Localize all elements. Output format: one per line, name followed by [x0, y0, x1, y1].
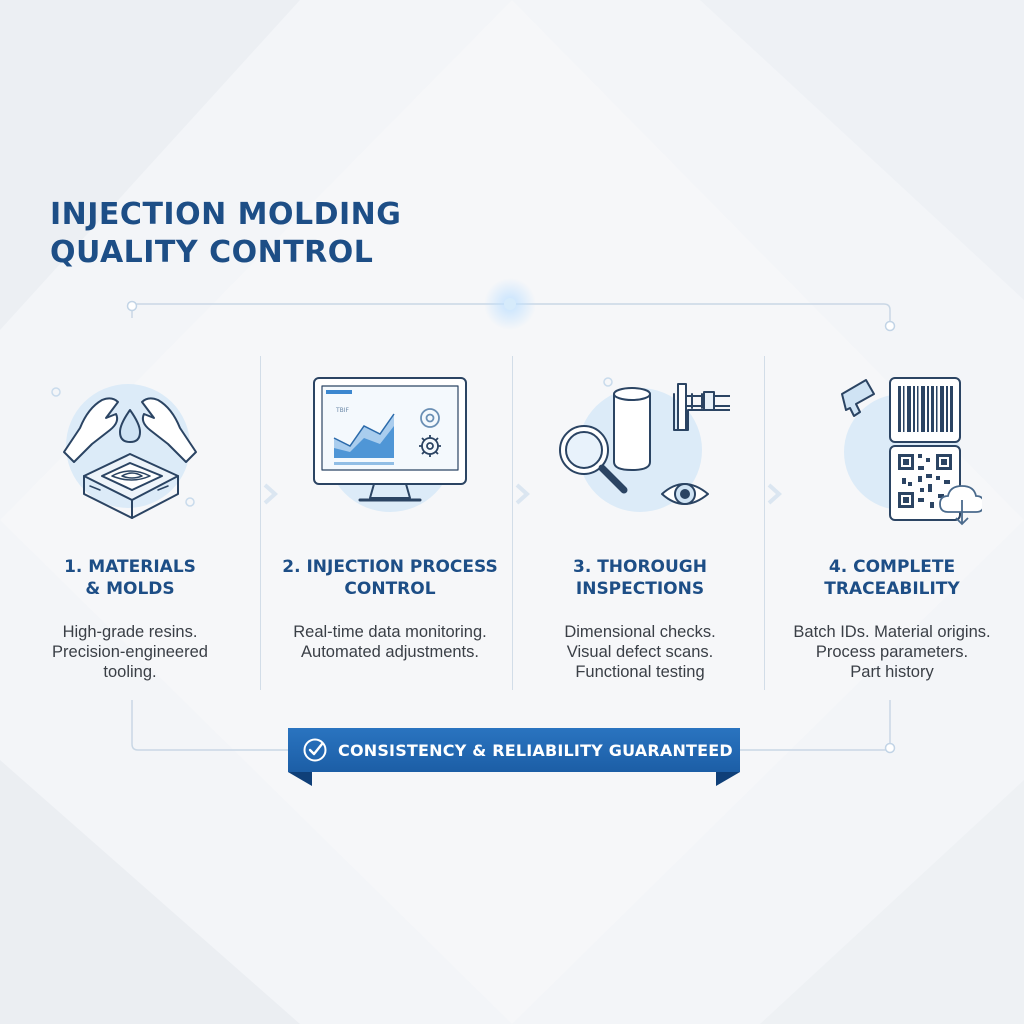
barcode	[898, 386, 953, 432]
step-title: 4. COMPLETE TRACEABILITY	[766, 556, 1018, 600]
divider-2	[512, 356, 513, 690]
description-line: Visual defect scans.	[566, 643, 714, 661]
step-injection-process-control: TBIF 2. INJECTION PROCESS CONTROL Real-t…	[264, 366, 516, 662]
description-line: High-grade resins.	[62, 623, 198, 641]
divider-1	[260, 356, 261, 690]
inspection-icon	[550, 366, 730, 546]
step-description: Real-time data monitoring. Automated adj…	[264, 622, 516, 662]
step-description: Batch IDs. Material origins. Process par…	[766, 622, 1018, 682]
hands-mold-icon	[40, 366, 220, 546]
step-title-line-2: INSPECTIONS	[575, 579, 705, 599]
title-line-2: QUALITY CONTROL	[50, 235, 374, 270]
description-line: Automated adjustments.	[301, 643, 479, 661]
screen-label: TBIF	[335, 407, 350, 414]
chevron-right-icon	[767, 483, 782, 505]
guarantee-banner: CONSISTENCY & RELIABILITY GUARANTEED	[288, 728, 740, 786]
description-line: Precision-engineered	[52, 643, 208, 661]
description-line: Part history	[850, 663, 934, 681]
step-thorough-inspections: 3. THOROUGH INSPECTIONS Dimensional chec…	[514, 366, 766, 682]
step-title-line-1: 3. THOROUGH	[572, 557, 707, 577]
banner-body: CONSISTENCY & RELIABILITY GUARANTEED	[288, 728, 740, 772]
step-title-line-1: 2. INJECTION PROCESS	[282, 557, 498, 577]
description-line: Dimensional checks.	[564, 623, 716, 641]
step-title-line-2: & MOLDS	[85, 579, 175, 599]
step-complete-traceability: 4. COMPLETE TRACEABILITY Batch IDs. Mate…	[766, 366, 1018, 682]
step-title-line-1: 4. COMPLETE	[828, 557, 956, 577]
description-line: Real-time data monitoring.	[293, 623, 487, 641]
banner-fold-right	[716, 772, 740, 786]
step-title-line-2: TRACEABILITY	[824, 579, 960, 599]
cloud-download-icon	[939, 485, 982, 526]
barcode-qr-icon	[802, 366, 982, 546]
step-title: 2. INJECTION PROCESS CONTROL	[264, 556, 516, 600]
description-line: tooling.	[103, 663, 157, 681]
chevron-right-icon	[515, 483, 530, 505]
step-description: High-grade resins. Precision-engineered …	[4, 622, 256, 682]
divider-3	[764, 356, 765, 690]
banner-fold-left	[288, 772, 312, 786]
page-title: INJECTION MOLDING QUALITY CONTROL	[50, 196, 401, 272]
description-line: Functional testing	[575, 663, 705, 681]
banner-text: CONSISTENCY & RELIABILITY GUARANTEED	[338, 740, 733, 760]
chevron-right-icon	[263, 483, 278, 505]
step-title: 1. MATERIALS & MOLDS	[4, 556, 256, 600]
description-line: Process parameters.	[815, 643, 969, 661]
description-line: Batch IDs. Material origins.	[793, 623, 991, 641]
step-title: 3. THOROUGH INSPECTIONS	[514, 556, 766, 600]
check-circle-icon	[303, 738, 327, 762]
step-materials-molds: 1. MATERIALS & MOLDS High-grade resins. …	[4, 366, 256, 682]
title-line-1: INJECTION MOLDING	[50, 197, 402, 232]
step-title-line-1: 1. MATERIALS	[64, 557, 196, 577]
step-description: Dimensional checks. Visual defect scans.…	[514, 622, 766, 682]
monitor-chart-icon: TBIF	[300, 366, 480, 546]
step-title-line-2: CONTROL	[344, 579, 436, 599]
